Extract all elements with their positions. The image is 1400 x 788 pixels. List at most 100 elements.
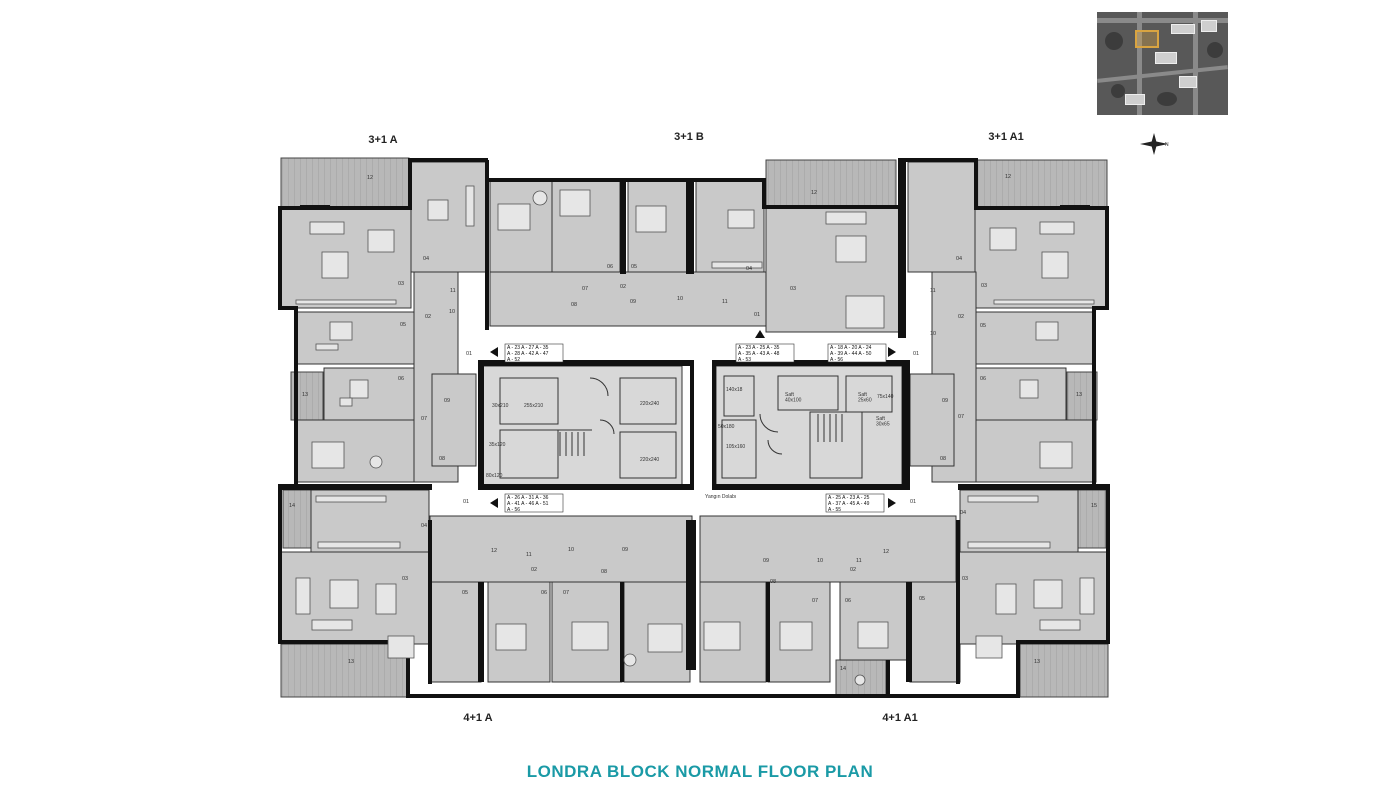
room-num: 03 [402, 576, 408, 582]
furniture [295, 185, 1095, 686]
room-num: 09 [630, 299, 636, 305]
codes-tr-3: A - 56 [830, 357, 843, 363]
core-details [499, 375, 893, 479]
bedroom-br-d [909, 581, 961, 683]
codes-br-2: A - 37 A - 45 A - 49 [828, 501, 870, 507]
arrow-left-top-icon [490, 347, 498, 357]
arrow-right-bottom-icon [888, 498, 896, 508]
room-num: 02 [620, 284, 626, 290]
walls [278, 158, 1110, 698]
room-num: 11 [930, 288, 936, 294]
room-num: 12 [491, 548, 497, 554]
label-s5: 75x140 [877, 394, 894, 400]
room-num: 04 [421, 523, 427, 529]
room-num: 05 [462, 590, 468, 596]
terrace-15-right [1077, 489, 1107, 549]
room-num: 05 [919, 596, 925, 602]
bedroom-tr-07 [975, 419, 1097, 483]
room-num: 13 [1076, 392, 1082, 398]
room-num: 03 [981, 283, 987, 289]
north-label: N [1165, 142, 1169, 148]
room-num: 08 [601, 569, 607, 575]
codes-tc-3: A - 53 [738, 357, 751, 363]
room-num: 07 [958, 414, 964, 420]
codes-tl-3: A - 52 [507, 357, 520, 363]
room-num: 04 [960, 510, 966, 516]
room-num: 10 [568, 547, 574, 553]
codes-bl-1: A - 26 A - 31 A - 36 [507, 495, 549, 501]
apartment-codes: A - 23 A - 27 A - 35 A - 28 A - 42 A - 4… [504, 343, 887, 513]
codes-tr-2: A - 39 A - 44 A - 50 [830, 351, 872, 357]
bedroom-tl-05 [295, 311, 415, 365]
room-num: 15 [1091, 503, 1097, 509]
arrow-right-top-icon [888, 347, 896, 357]
room-num: 11 [856, 558, 862, 564]
site-location-map [1097, 12, 1228, 115]
codes-br-1: A - 25 A - 23 A - 25 [828, 495, 870, 501]
room-num: 09 [444, 398, 450, 404]
core-labels: 30x210 255x210 220x240 220x240 35x120 80… [486, 387, 894, 500]
room-num: 11 [722, 299, 728, 305]
codes-bl-3: A - 56 [507, 507, 520, 513]
kitchen-tr [907, 161, 977, 273]
room-num: 10 [449, 309, 455, 315]
room-num: 06 [845, 598, 851, 604]
label-elev2: 220x240 [640, 401, 659, 407]
room-num: 04 [746, 266, 752, 272]
room-num: 11 [526, 552, 532, 558]
terraces [280, 157, 1109, 698]
label-s7: 105x160 [726, 444, 745, 450]
room-num: 12 [367, 175, 373, 181]
room-num: 08 [940, 456, 946, 462]
label-fire-cabinet: Yangın Dolabı [705, 494, 736, 500]
room-num: 03 [962, 576, 968, 582]
label-shaft1: 30x210 [492, 403, 509, 409]
arrow-left-bottom-icon [490, 498, 498, 508]
room-num: 12 [883, 549, 889, 555]
bath-tl [431, 373, 477, 467]
site-highlight [1135, 30, 1159, 48]
core-right [715, 365, 903, 487]
north-arrow-icon: N [1140, 133, 1169, 155]
unit-label-3plus1-a1: 3+1 A1 [988, 131, 1023, 143]
room-num: 07 [421, 416, 427, 422]
label-shaft3: 80x120 [486, 473, 503, 479]
room-num: 11 [450, 288, 456, 294]
terrace-top-right [974, 159, 1108, 209]
room-num: 10 [677, 296, 683, 302]
room-num: 07 [812, 598, 818, 604]
room-num: 12 [1005, 174, 1011, 180]
room-num: 13 [302, 392, 308, 398]
room-num: 14 [289, 503, 295, 509]
room-num: 10 [930, 331, 936, 337]
label-s2: 50x180 [718, 424, 735, 430]
room-num: 06 [398, 376, 404, 382]
room-num: 01 [913, 351, 919, 357]
core-left [481, 365, 683, 487]
unit-label-4plus1-a1: 4+1 A1 [882, 712, 917, 724]
unit-label-3plus1-b: 3+1 B [674, 131, 704, 143]
room-num: 14 [840, 666, 846, 672]
room-num: 09 [942, 398, 948, 404]
codes-tc-2: A - 35 A - 43 A - 48 [738, 351, 780, 357]
room-num: 06 [607, 264, 613, 270]
room-num: 07 [563, 590, 569, 596]
bedroom-bl-a [430, 581, 482, 683]
room-num: 02 [958, 314, 964, 320]
codes-tl-2: A - 28 A - 42 A - 47 [507, 351, 549, 357]
codes-tc-1: A - 23 A - 25 A - 35 [738, 345, 780, 351]
corridor-bl [429, 515, 693, 583]
codes-tr-1: A - 18 A - 20 A - 24 [830, 345, 872, 351]
room-num: 02 [425, 314, 431, 320]
room-num: 13 [1034, 659, 1040, 665]
terrace-bottom-left [280, 639, 409, 698]
unit-label-3plus1-a: 3+1 A [368, 134, 397, 146]
landing-arrows [490, 330, 896, 508]
room-num: 08 [770, 579, 776, 585]
codes-bl-2: A - 41 A - 46 A - 51 [507, 501, 549, 507]
room-num: 01 [910, 499, 916, 505]
room-num: 01 [754, 312, 760, 318]
terrace-bottom-right [1019, 639, 1109, 698]
